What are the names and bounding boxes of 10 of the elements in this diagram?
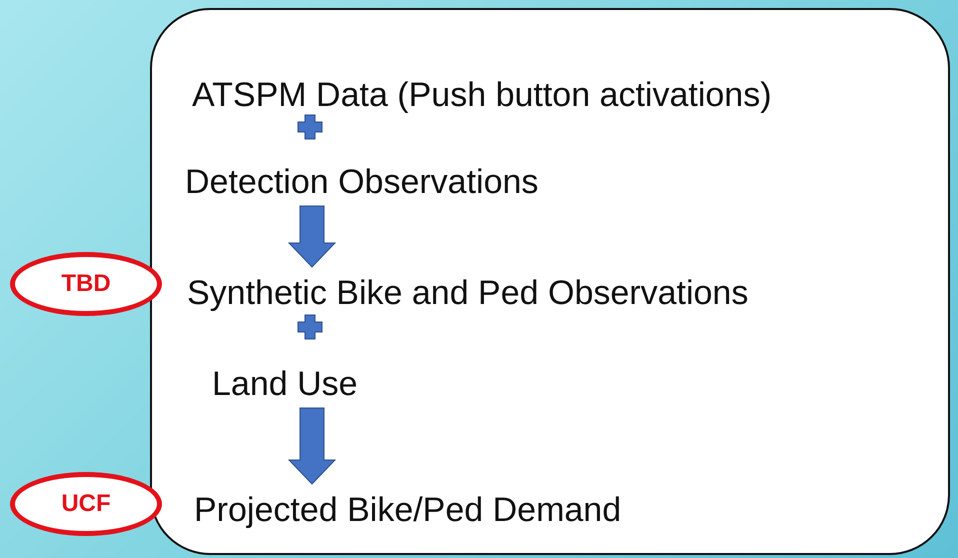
block-arrow [288,206,336,268]
oval-label: TBD [61,270,111,298]
block-arrow [288,408,336,485]
step-text: Detection Observations [185,162,538,202]
rounded-panel [150,8,950,555]
step-text: Land Use [212,364,358,404]
step-text: Synthetic Bike and Ped Observations [187,273,748,313]
step-text: Projected Bike/Ped Demand [194,490,622,530]
step-text: ATSPM Data (Push button activations) [192,75,772,115]
oval-label: UCF [61,490,111,518]
